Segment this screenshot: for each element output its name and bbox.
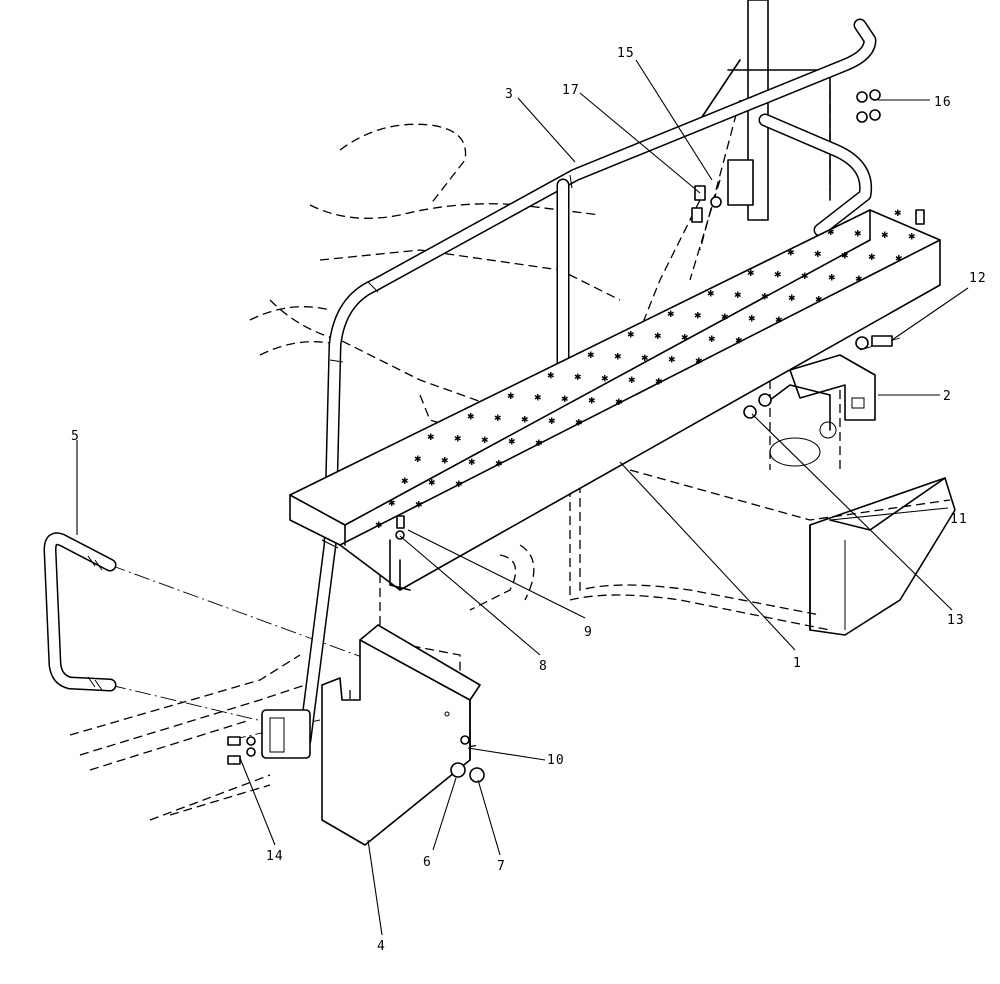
support-bracket (769, 354, 876, 439)
step-platform: ✱ ✱ ✱ ✱ ✱ ✱ ✱ ✱ ✱ ✱ ✱ ✱ ✱ ✱ ✱ ✱ ✱ ✱ ✱ ✱ ✱ ✱ ✱ ✱ ✱ ✱ ✱ ✱ ✱ ✱ ✱ ✱ ✱ ✱ ✱ ✱ ✱ ✱ ✱ ✱… (289, 209, 941, 591)
tread-hole: ✱ (868, 253, 876, 263)
callout-15: 15 (617, 46, 635, 61)
tread-hole: ✱ (694, 312, 702, 322)
tread-hole: ✱ (681, 334, 689, 344)
tread-hole: ✱ (787, 249, 795, 259)
u-bolt (43, 532, 117, 692)
tread-holes: ✱ ✱ ✱ ✱ ✱ ✱ ✱ ✱ ✱ ✱ ✱ ✱ ✱ ✱ ✱ ✱ ✱ ✱ ✱ ✱ ✱ ✱ ✱ ✱ ✱ ✱ ✱ ✱ ✱ ✱ ✱ ✱ ✱ ✱ ✱ ✱ ✱ ✱ ✱ ✱… (375, 209, 916, 531)
tread-hole: ✱ (748, 315, 756, 325)
hidden-frame-outline (69, 90, 951, 821)
callout-5: 5 (71, 429, 80, 444)
callout-7: 7 (497, 859, 506, 874)
callout-9: 9 (584, 625, 593, 640)
tread-hole: ✱ (614, 353, 622, 363)
tread-hole: ✱ (547, 372, 555, 382)
leader-lines (76, 59, 969, 936)
tread-hole: ✱ (507, 392, 515, 402)
tread-hole: ✱ (427, 433, 435, 443)
tread-hole: ✱ (707, 290, 715, 300)
callout-1: 1 (793, 656, 802, 671)
callout-14: 14 (266, 849, 284, 864)
mud-flap (321, 624, 481, 846)
tread-hole: ✱ (627, 331, 635, 341)
tread-hole: ✱ (494, 414, 502, 424)
tread-hole: ✱ (455, 480, 463, 490)
callout-12: 12 (969, 271, 987, 286)
callout-11: 11 (950, 512, 968, 527)
tread-hole: ✱ (535, 439, 543, 449)
tread-hole: ✱ (734, 291, 742, 301)
callout-labels: 1 2 3 4 5 6 7 8 9 10 11 12 13 14 15 16 1… (71, 46, 987, 954)
tread-hole: ✱ (454, 435, 462, 445)
callout-10: 10 (547, 753, 565, 768)
tread-hole: ✱ (708, 335, 716, 345)
callout-6: 6 (423, 855, 432, 870)
tread-hole: ✱ (414, 455, 422, 465)
tread-hole: ✱ (467, 413, 475, 423)
tread-hole: ✱ (388, 499, 396, 509)
tread-hole: ✱ (721, 313, 729, 323)
tread-hole: ✱ (828, 274, 836, 284)
tread-hole: ✱ (521, 416, 529, 426)
tread-hole: ✱ (587, 351, 595, 361)
handrail (261, 18, 877, 759)
tank-body (769, 437, 956, 636)
tread-hole: ✱ (481, 436, 489, 446)
tread-hole: ✱ (881, 231, 889, 241)
tread-hole: ✱ (855, 275, 863, 285)
callout-17: 17 (562, 83, 580, 98)
tread-hole: ✱ (841, 252, 849, 262)
tread-hole: ✱ (814, 250, 822, 260)
tread-hole: ✱ (575, 419, 583, 429)
tread-hole: ✱ (668, 356, 676, 366)
tread-hole: ✱ (774, 271, 782, 281)
tread-hole: ✱ (788, 294, 796, 304)
tread-hole: ✱ (468, 458, 476, 468)
tread-hole: ✱ (695, 357, 703, 367)
tread-hole: ✱ (761, 293, 769, 303)
tread-hole: ✱ (894, 209, 902, 219)
tread-hole: ✱ (655, 378, 663, 388)
tread-hole: ✱ (667, 310, 675, 320)
callout-13: 13 (947, 613, 965, 628)
tread-hole: ✱ (908, 233, 916, 243)
callout-8: 8 (539, 659, 548, 674)
tread-hole: ✱ (415, 501, 423, 511)
tread-hole: ✱ (548, 417, 556, 427)
tread-hole: ✱ (508, 438, 516, 448)
tread-hole: ✱ (854, 230, 862, 240)
tread-hole: ✱ (495, 460, 503, 470)
callout-16: 16 (934, 95, 952, 110)
tread-hole: ✱ (601, 375, 609, 385)
tread-hole: ✱ (747, 269, 755, 279)
fasteners (227, 89, 925, 783)
tread-hole: ✱ (628, 376, 636, 386)
tread-hole: ✱ (641, 354, 649, 364)
tread-hole: ✱ (375, 521, 383, 531)
tread-hole: ✱ (801, 272, 809, 282)
callout-2: 2 (943, 389, 952, 404)
tread-hole: ✱ (588, 397, 596, 407)
tread-hole: ✱ (534, 394, 542, 404)
tread-hole: ✱ (441, 457, 449, 467)
callout-4: 4 (377, 939, 386, 954)
tread-hole: ✱ (815, 296, 823, 306)
tread-hole: ✱ (735, 337, 743, 347)
tread-hole: ✱ (615, 398, 623, 408)
tread-hole: ✱ (895, 255, 903, 265)
tread-hole: ✱ (561, 395, 569, 405)
callout-3: 3 (505, 87, 514, 102)
tread-hole: ✱ (574, 373, 582, 383)
tread-hole: ✱ (827, 228, 835, 238)
tread-hole: ✱ (775, 316, 783, 326)
tread-hole: ✱ (428, 479, 436, 489)
tread-hole: ✱ (401, 477, 409, 487)
tread-hole: ✱ (654, 332, 662, 342)
